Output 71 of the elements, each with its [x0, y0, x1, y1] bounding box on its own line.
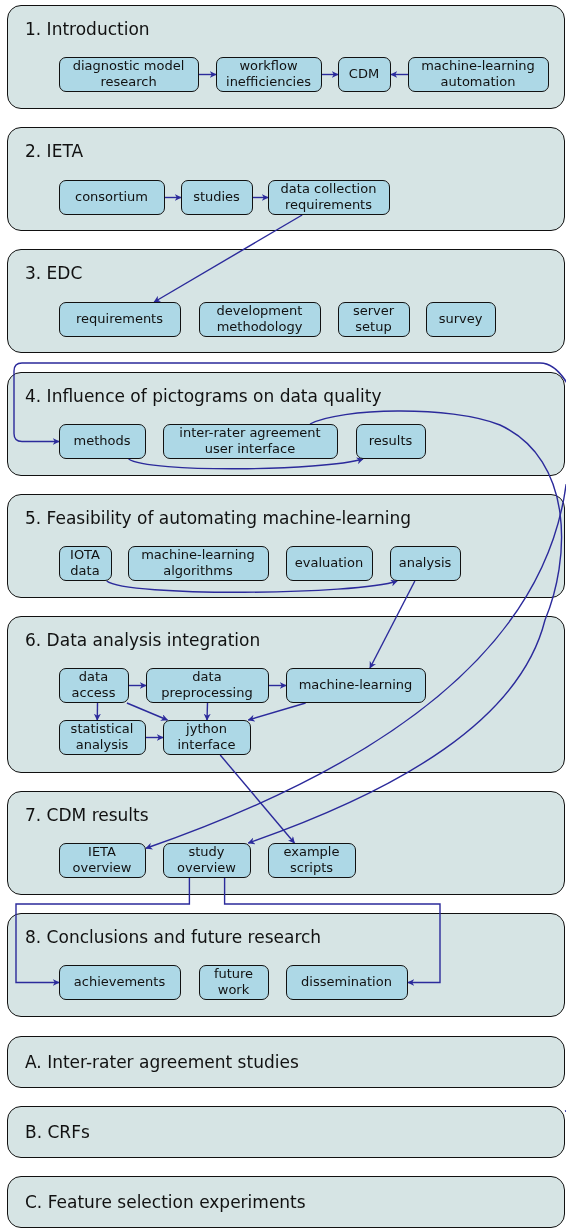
topic-box: machine-learning	[285, 667, 426, 703]
arrow	[153, 214, 303, 303]
topic-box: analysis	[389, 545, 461, 581]
arrow	[93, 702, 101, 721]
arrow	[145, 484, 566, 1112]
topic-box: methods	[58, 423, 146, 459]
section-title: 7. CDM results	[25, 804, 149, 826]
topic-box: future work	[198, 964, 269, 1000]
section-panel	[7, 249, 565, 353]
topic-box: dissemination	[285, 964, 408, 1000]
arrow	[198, 71, 217, 78]
arrow	[106, 579, 398, 593]
arrow	[145, 734, 164, 741]
arrow	[247, 702, 307, 722]
arrow	[126, 702, 169, 721]
arrow	[369, 580, 416, 669]
topic-box: consortium	[58, 179, 165, 215]
topic-box: development methodology	[198, 301, 321, 337]
topic-box: statistical analysis	[58, 719, 146, 755]
arrow	[223, 877, 441, 986]
section-panel	[7, 791, 565, 895]
section-title: 6. Data analysis integration	[25, 629, 261, 651]
arrow	[321, 71, 339, 78]
topic-box: machine-learning automation	[407, 56, 549, 92]
topic-box: achievements	[58, 964, 181, 1000]
topic-box: IOTA data	[58, 545, 112, 581]
arrow	[219, 754, 296, 844]
topic-box: CDM	[337, 56, 391, 92]
topic-box: workflow inefficiencies	[215, 56, 322, 92]
arrow	[390, 71, 409, 78]
arrow	[252, 194, 269, 201]
topic-box: studies	[180, 179, 253, 215]
section-panel	[7, 494, 565, 598]
arrow	[203, 702, 211, 721]
section-title: 8. Conclusions and future research	[25, 926, 322, 948]
topic-box: example scripts	[267, 842, 356, 878]
topic-box: inter-rater agreement user interface	[162, 423, 338, 459]
section-panel	[7, 913, 565, 1017]
section-panel	[7, 372, 565, 476]
section-title: B. CRFs	[25, 1121, 90, 1143]
topic-box: requirements	[58, 301, 181, 337]
topic-box: evaluation	[285, 545, 373, 581]
arrow	[128, 682, 147, 689]
topic-box: survey	[425, 301, 496, 337]
topic-box: IETA overview	[58, 842, 146, 878]
section-title: 5. Feasibility of automating machine-learning	[25, 507, 411, 529]
section-title: 4. Influence of pictograms on data quality	[25, 385, 382, 407]
arrow	[164, 194, 182, 201]
topic-box: data access	[58, 667, 129, 703]
section-panel	[7, 1036, 565, 1088]
section-title: C. Feature selection experiments	[25, 1191, 306, 1213]
topic-box: data collection requirements	[267, 179, 390, 215]
topic-box: machine-learning algorithms	[127, 545, 269, 581]
arrow	[268, 682, 287, 689]
section-panel	[7, 127, 565, 231]
topic-box: data preprocessing	[145, 667, 269, 703]
topic-box: diagnostic model research	[58, 56, 199, 92]
section-panel	[7, 5, 565, 109]
topic-box: study overview	[162, 842, 251, 878]
section-title: 1. Introduction	[25, 18, 150, 40]
section-title: 3. EDC	[25, 262, 83, 284]
section-panel	[7, 616, 565, 773]
arrow	[15, 877, 191, 986]
section-title: 2. IETA	[25, 140, 84, 162]
section-title: A. Inter-rater agreement studies	[25, 1051, 299, 1073]
topic-box: results	[355, 423, 426, 459]
topic-box: jython interface	[162, 719, 251, 755]
section-panel	[7, 1176, 565, 1228]
section-panel	[7, 1106, 565, 1158]
arrow	[247, 410, 563, 845]
topic-box: server setup	[337, 301, 410, 337]
